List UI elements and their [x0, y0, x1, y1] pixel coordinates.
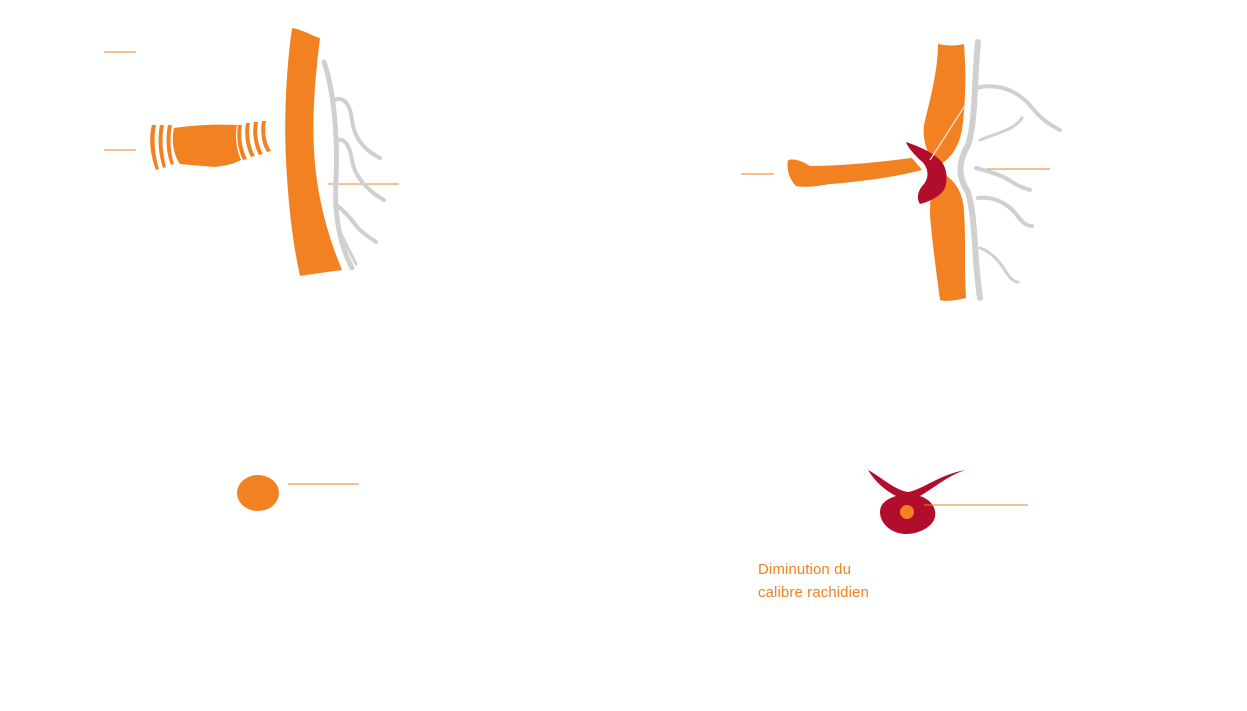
spinal-cord-lower	[930, 170, 966, 301]
spinal-canal-normal	[237, 475, 279, 511]
nerve-root	[787, 158, 922, 187]
spinal-canal-narrowed	[900, 505, 914, 519]
spinal-cord-upper	[923, 44, 966, 166]
caption-line-1: Diminution du	[758, 561, 852, 578]
caption-line-2: calibre rachidien	[758, 584, 869, 601]
nerve-branches	[957, 39, 1062, 301]
panel-compressed-side-view	[741, 39, 1062, 301]
panel-narrowed-cross-section	[868, 470, 1028, 534]
panel-normal-side-view	[104, 28, 399, 276]
compressing-structure	[868, 470, 966, 534]
panel-normal-cross-section	[237, 475, 359, 511]
nerve-root-stack	[150, 121, 271, 170]
caption-diminution-calibre: Diminution du calibre rachidien	[758, 558, 958, 604]
lesion-pointer-line	[929, 103, 967, 161]
compressing-lesion	[906, 142, 947, 204]
nerve-branches	[321, 59, 386, 271]
spinal-cord	[285, 28, 342, 276]
